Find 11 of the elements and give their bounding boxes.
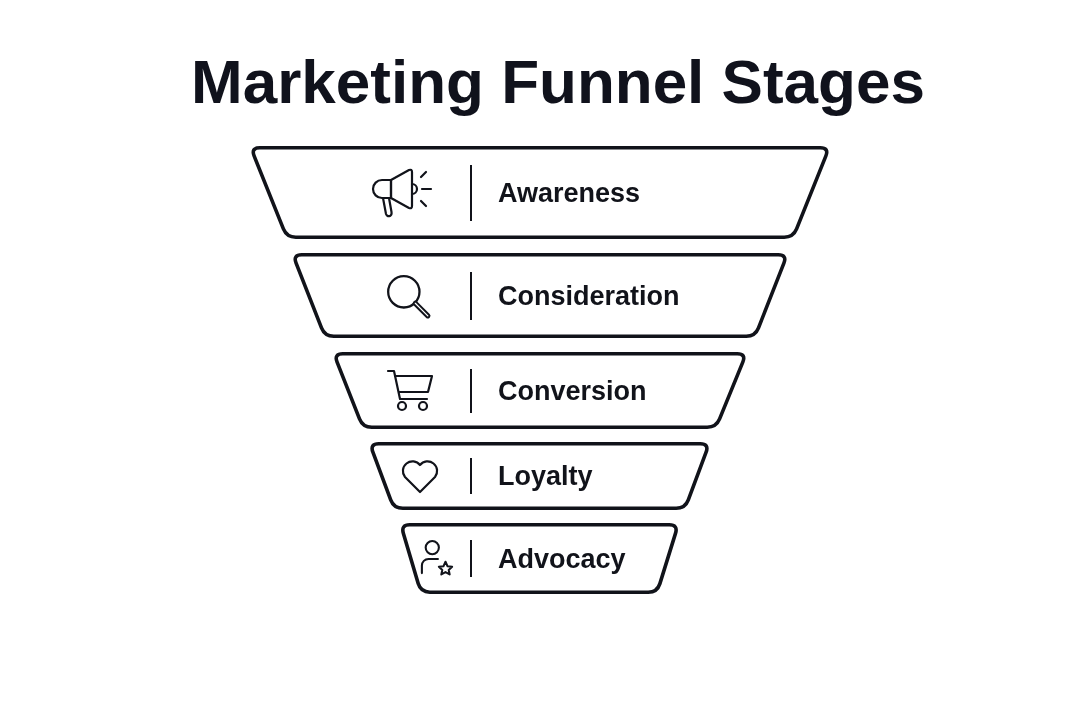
stage-label: Awareness	[498, 176, 641, 209]
funnel-stage-band	[399, 523, 680, 594]
funnel-stage-band	[249, 146, 831, 239]
stage-label: Loyalty	[498, 460, 593, 492]
stage-label: Advocacy	[498, 542, 626, 575]
funnel-stage-band	[332, 352, 748, 429]
funnel-stage-band	[291, 253, 789, 338]
stage-label: Consideration	[498, 279, 680, 312]
diagram-title: Marketing Funnel Stages	[190, 46, 926, 118]
funnel-stage-band	[368, 442, 711, 510]
stage-label: Conversion	[498, 374, 647, 407]
